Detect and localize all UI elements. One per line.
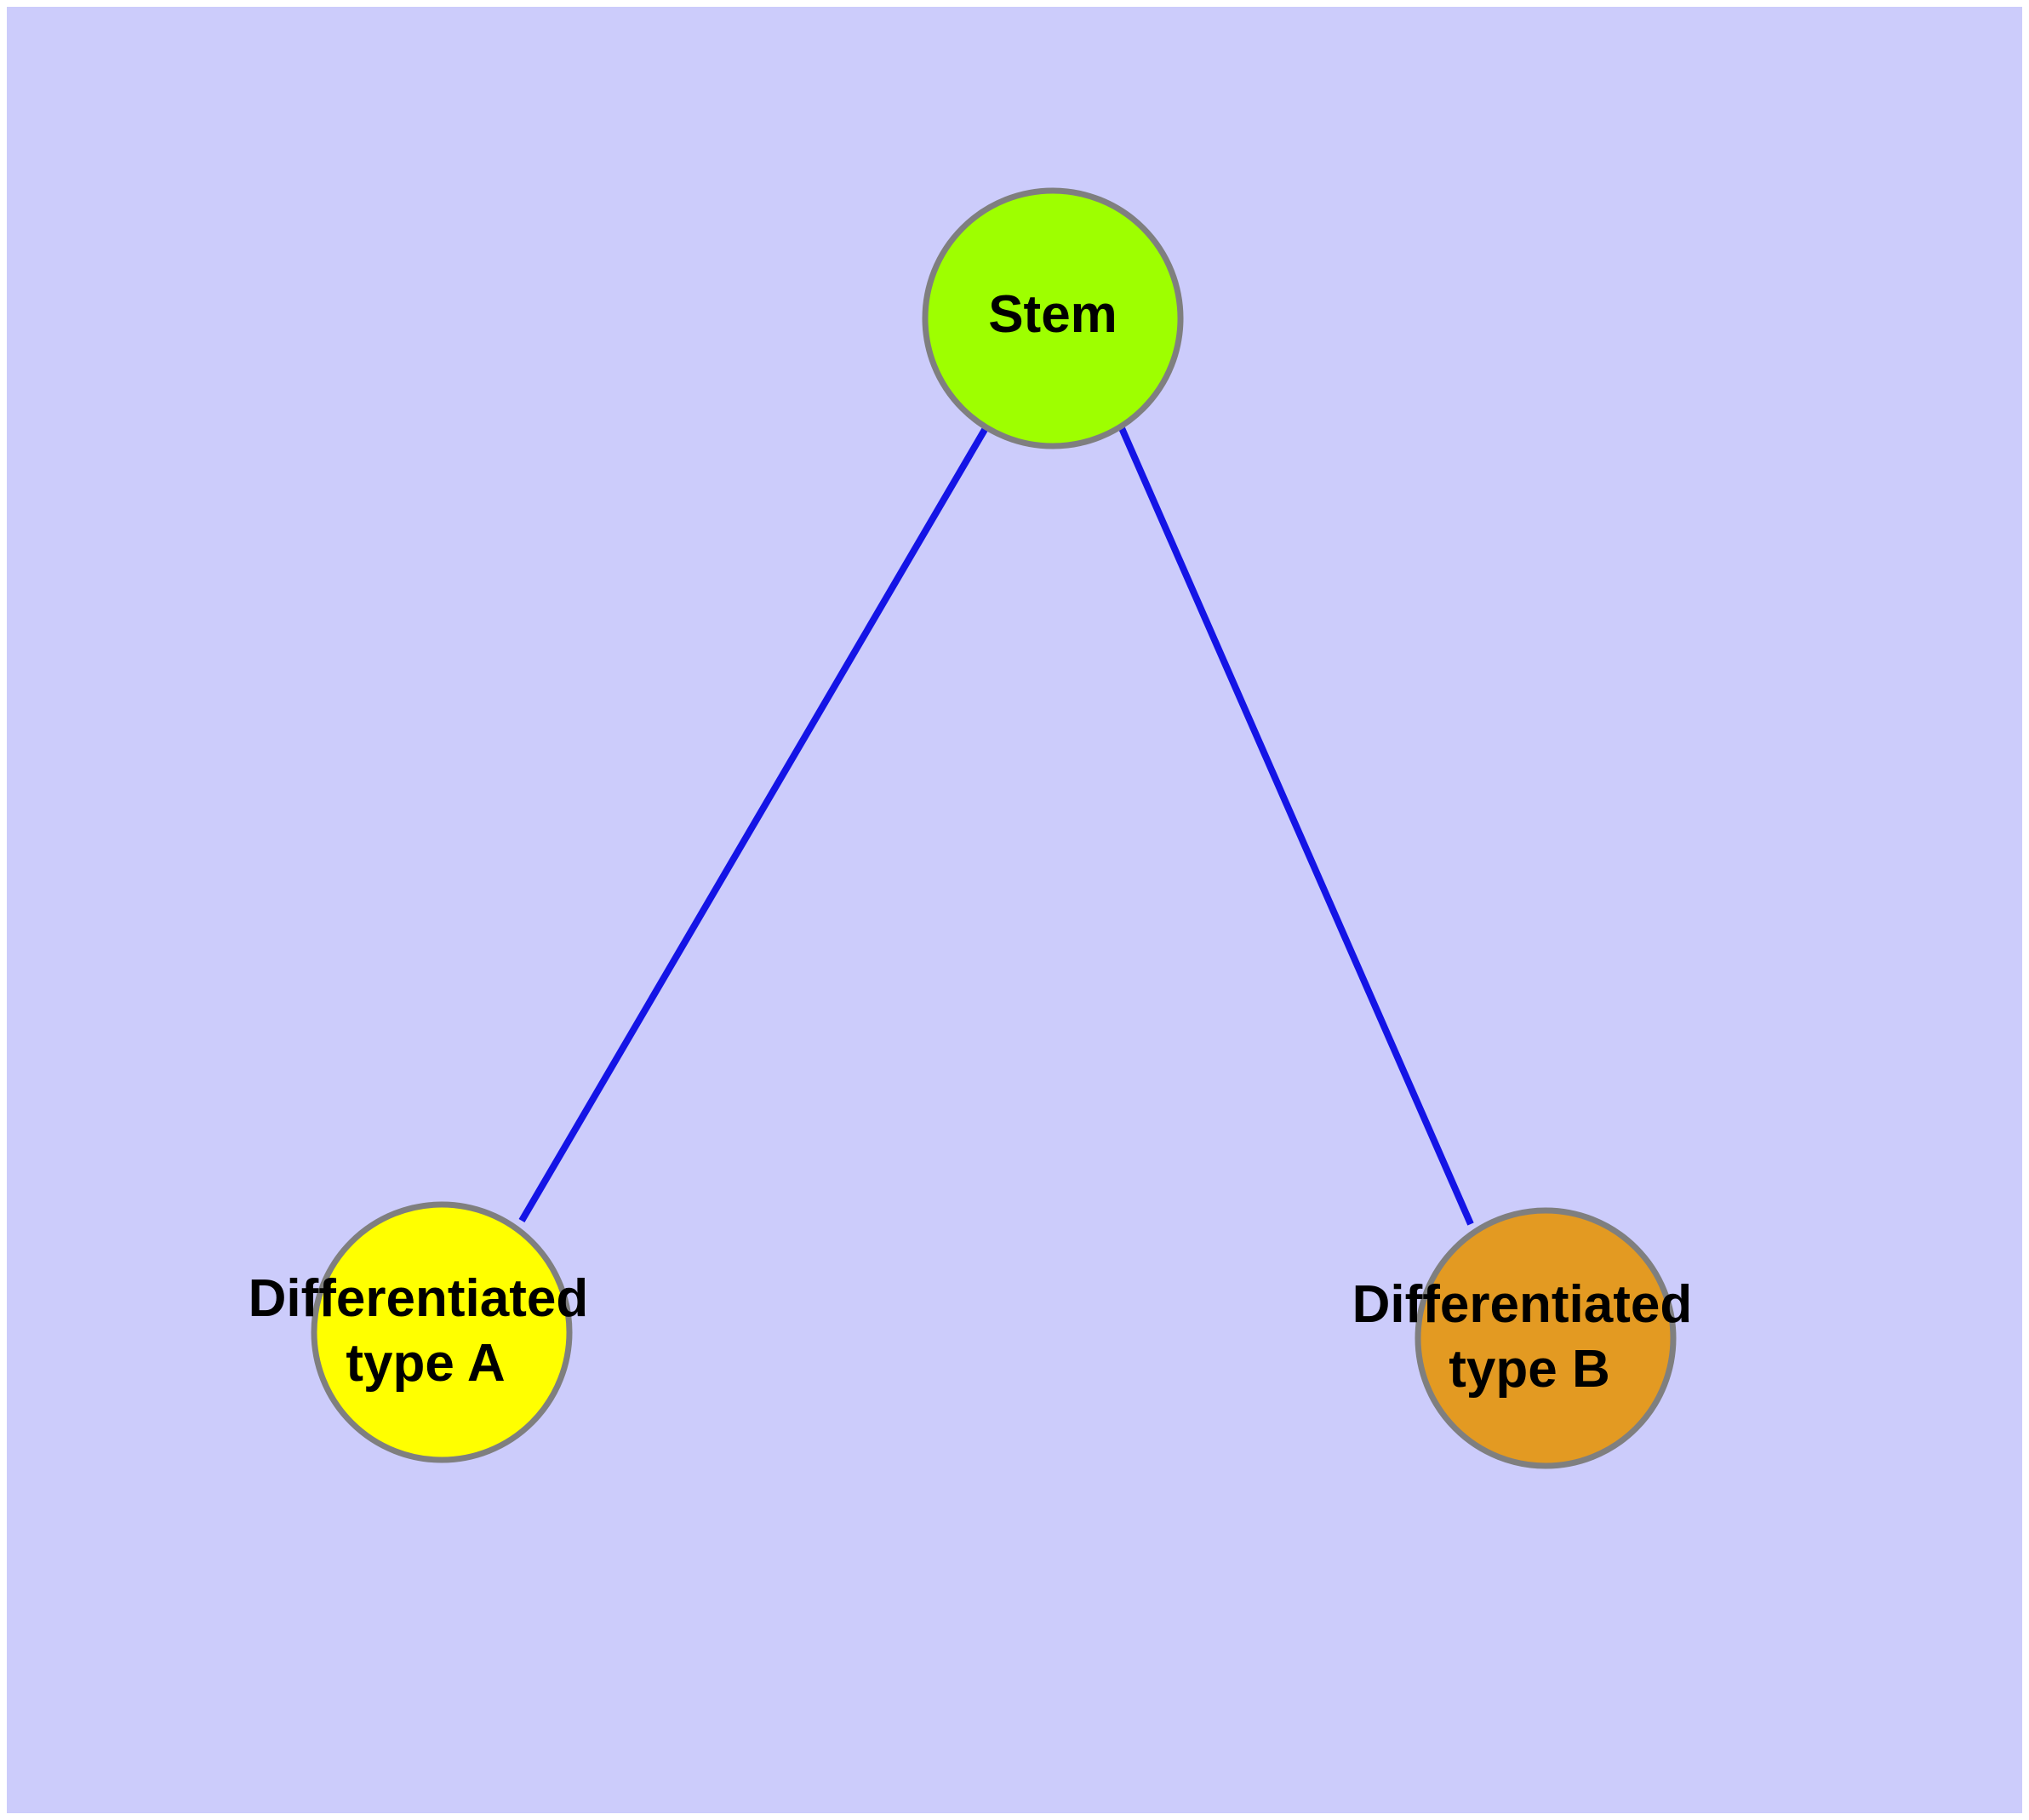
node-stem[interactable]	[922, 187, 1184, 449]
node-circle-stem[interactable]	[922, 187, 1184, 449]
node-label-differentiated-type-a: Differentiated type A	[249, 1269, 603, 1393]
node-label-differentiated-type-a-line2: type A	[346, 1334, 505, 1393]
node-layer	[311, 187, 1677, 1469]
node-differentiated-type-a[interactable]	[311, 1201, 573, 1463]
label-layer: Stem Differentiated type A Differentiate…	[249, 285, 1707, 1399]
edge-stem-to-differentiated-type-b[interactable]	[1118, 426, 1474, 1226]
node-circle-differentiated-type-a[interactable]	[311, 1201, 573, 1463]
node-label-stem: Stem	[988, 285, 1117, 344]
node-differentiated-type-b[interactable]	[1415, 1207, 1677, 1469]
node-circle-differentiated-type-b[interactable]	[1415, 1207, 1677, 1469]
node-label-differentiated-type-a-line1: Differentiated	[249, 1269, 589, 1328]
node-label-stem-line1: Stem	[988, 285, 1117, 344]
edge-stem-to-differentiated-type-a[interactable]	[518, 426, 989, 1223]
node-label-differentiated-type-b-line2: type B	[1449, 1340, 1609, 1399]
node-label-differentiated-type-b-line1: Differentiated	[1352, 1275, 1693, 1334]
edge-layer	[518, 426, 1474, 1226]
node-label-differentiated-type-b: Differentiated type B	[1352, 1275, 1707, 1399]
